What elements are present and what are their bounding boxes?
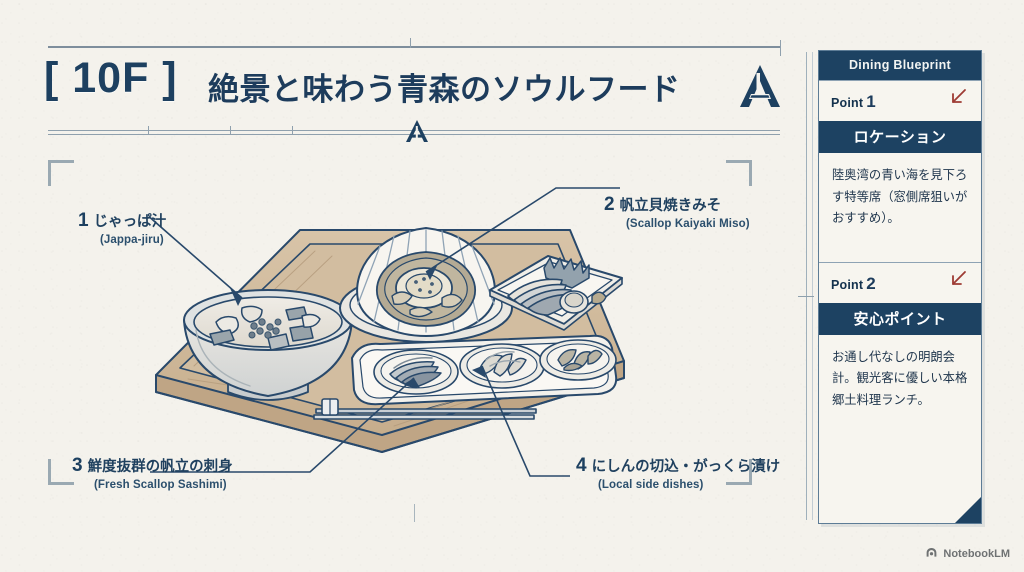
point-2-number: 2 [866,273,876,293]
callout-1-number: 1 [78,210,89,231]
header-top-tick-center [410,38,411,48]
point-1-band: ロケーション [819,121,981,153]
sidebar-divider-outer [806,52,807,520]
point-1-label: Point [831,96,864,110]
callout-1-title: じゃっぱ汁 [93,214,167,230]
header-bottom-tick-2 [230,126,231,135]
brand-logo-icon [737,62,783,115]
callout-3-title: 鮮度抜群の帆立の刺身 [87,459,233,475]
arrow-down-left-icon [948,269,968,289]
frame-bottom-center-tick [414,504,415,522]
panel-title: Dining Blueprint [819,51,981,80]
arrow-down-left-icon [948,87,968,107]
point-2-label: Point [831,277,864,292]
callout-2-subtitle: (Scallop Kaiyaki Miso) [626,218,750,230]
point-1-body: 陸奥湾の青い海を見下ろす特等席（窓側席狙いがおすすめ）。 [832,168,968,226]
floor-badge: [ 10F ] [44,54,178,102]
callout-3-subtitle: (Fresh Scallop Sashimi) [94,479,227,491]
brand-logo-small-icon [404,118,430,149]
callout-3-number: 3 [72,455,83,476]
watermark: NotebookLM [925,546,1010,562]
header-bottom-tick-1 [148,126,149,135]
notebooklm-logo-icon [925,546,938,562]
header-top-rule [48,46,780,48]
callout-2-number: 2 [604,194,615,215]
header-bottom-rule-2 [48,134,780,135]
japanese-meal-tray-illustration [150,187,625,477]
callout-2-title: 帆立貝焼きみそ [619,198,722,214]
watermark-label: NotebookLM [943,548,1010,560]
header-top-tick-right [780,40,781,56]
header-bottom-tick-3 [292,126,293,135]
callout-4-subtitle: (Local side dishes) [598,479,704,491]
callout-1-subtitle: (Jappa-jiru) [100,234,164,246]
point-2-body: お通し代なしの明朗会計。観光客に優しい本格郷土料理ランチ。 [832,349,968,407]
point-2-band: 安心ポイント [819,302,981,335]
panel-corner-fold [955,497,981,523]
panel-spacer [819,244,981,262]
page-title: 絶景と味わう青森のソウルフード [208,72,681,108]
callout-4-title: にしんの切込・がっくら漬け [591,459,781,475]
point-1-number: 1 [866,92,876,111]
sidebar-divider-inner [812,52,813,520]
callout-4-number: 4 [576,455,587,476]
sidebar-divider-tick [798,296,814,297]
